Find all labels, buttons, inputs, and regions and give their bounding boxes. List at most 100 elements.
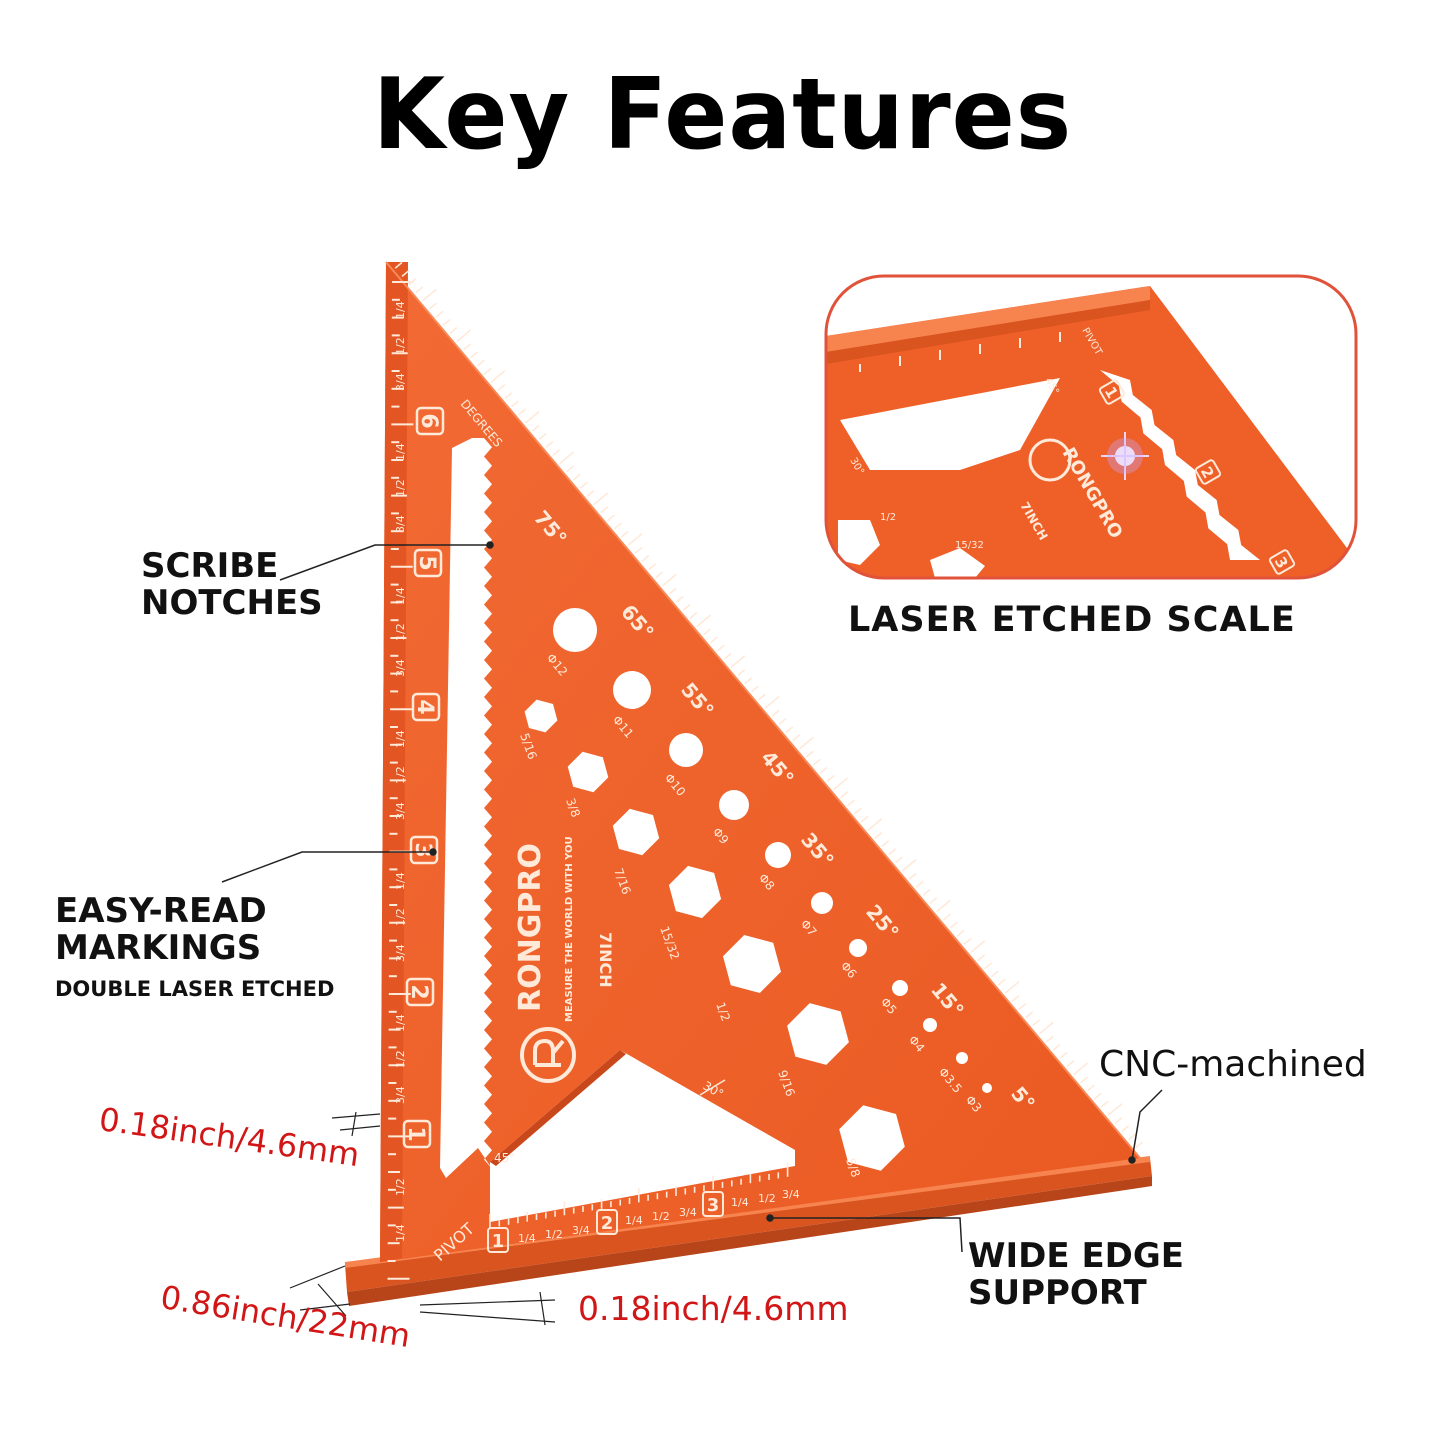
tick: [490, 370, 506, 383]
tick: [751, 685, 759, 693]
tick: [607, 514, 616, 522]
tick: [648, 563, 657, 571]
callout-line: WIDE EDGE: [968, 1236, 1185, 1276]
tick: [888, 848, 897, 856]
inch-number-2: 2: [406, 984, 431, 999]
tick: [511, 400, 520, 408]
tick: [1114, 1117, 1123, 1125]
left-frac: 1/4: [394, 443, 407, 461]
base-frac: 3/4: [782, 1188, 800, 1201]
tick: [620, 530, 629, 538]
tick: [593, 492, 609, 506]
tick: [840, 791, 849, 799]
tick: [565, 465, 574, 473]
tick: [1038, 1021, 1054, 1035]
left-frac: 1/2: [394, 479, 407, 497]
tick: [757, 693, 766, 701]
left-fraction-labels: 3/41/21/43/41/21/43/41/21/43/41/21/43/41…: [394, 301, 407, 1242]
round-holes: [553, 608, 992, 1093]
tick: [538, 432, 547, 440]
tick: [483, 367, 492, 375]
tick: [716, 644, 725, 652]
hex-hole: [612, 808, 660, 856]
base-inch-numbers: 1 2 3: [487, 1191, 724, 1253]
tick: [415, 286, 424, 294]
dimension-thickness-base: 0.18inch/4.6mm: [578, 1289, 849, 1328]
base-fraction-labels: 1/4 1/2 3/4 1/4 1/2 3/4 1/4 1/2 3/4: [518, 1188, 800, 1245]
tick: [435, 310, 444, 318]
tick: [1107, 1103, 1123, 1116]
speed-square-body: [380, 262, 1140, 1262]
tick: [1121, 1125, 1130, 1133]
tick: [449, 326, 458, 334]
callout-line: MARKINGS: [55, 927, 262, 968]
center-triangle-cutout: [490, 1050, 795, 1222]
tick: [1011, 994, 1020, 1002]
tick: [1059, 1051, 1068, 1059]
hex-hole: [787, 1003, 849, 1065]
tick: [805, 750, 814, 758]
left-frac: 1/4: [394, 1224, 407, 1242]
tick: [860, 815, 869, 823]
callout-line: SUPPORT: [968, 1272, 1147, 1313]
tick: [1052, 1043, 1061, 1051]
callout-line: SCRIBE: [141, 546, 279, 586]
left-frac: 3/4: [394, 802, 407, 820]
base-frac: 1/2: [545, 1228, 563, 1241]
tick: [984, 962, 993, 970]
tick: [401, 269, 410, 277]
tick: [922, 889, 931, 897]
left-frac: 3/4: [394, 515, 407, 533]
tick: [1134, 1141, 1143, 1149]
left-inch-numbers: 6 5 4 3 2 1: [402, 406, 445, 1149]
tick: [1128, 1133, 1136, 1141]
tick: [634, 546, 643, 554]
tick: [895, 856, 903, 864]
base-frac: 1/2: [758, 1192, 776, 1205]
tick: [442, 318, 451, 326]
callout-leaders: [221, 541, 1163, 1253]
cnc-callout: CNC-machined: [1099, 1044, 1367, 1085]
base-number-1: 1: [492, 1231, 505, 1252]
left-frac: 1/2: [394, 766, 407, 784]
tick: [545, 441, 554, 449]
left-ruler-ticks: [387, 281, 414, 1280]
base-frac: 1/4: [731, 1196, 749, 1209]
brand-slogan: MEASURE THE WORLD WITH YOU: [564, 836, 575, 1022]
left-frac: 1/4: [394, 1014, 407, 1032]
base-frac: 3/4: [679, 1206, 697, 1219]
tick: [997, 978, 1006, 986]
hypotenuse-ruler-ticks: [394, 261, 1143, 1149]
tick: [915, 880, 924, 888]
tick: [1080, 1076, 1089, 1084]
tick: [394, 261, 403, 269]
inset-border: [824, 274, 1358, 580]
hex-label: 1/2: [713, 1000, 733, 1023]
tick: [627, 532, 643, 546]
left-frac: 1/2: [394, 337, 407, 355]
tick: [531, 424, 540, 432]
tick: [703, 628, 712, 636]
tick: [956, 929, 965, 937]
tick: [812, 758, 821, 766]
tick: [799, 736, 814, 750]
scribe-notch-slot: [440, 438, 492, 1178]
tick: [552, 449, 561, 457]
tick: [572, 473, 581, 481]
dimension-lines: [289, 1111, 556, 1326]
tick: [579, 481, 588, 489]
inch-number-1: 1: [403, 1126, 428, 1141]
left-frac: 1/4: [394, 730, 407, 748]
base-frac: 1/4: [625, 1214, 643, 1227]
tick: [901, 858, 917, 872]
left-frac: 1/2: [394, 908, 407, 926]
tick: [559, 451, 574, 465]
tick: [1045, 1035, 1054, 1043]
tick: [771, 709, 780, 717]
tick: [709, 636, 718, 644]
tick: [785, 726, 794, 734]
hex-label: 3/8: [563, 796, 583, 819]
hex-label: 5/8: [843, 1156, 863, 1179]
tick: [853, 807, 862, 815]
wide-edge-callout: WIDE EDGE SUPPORT: [968, 1238, 1184, 1311]
